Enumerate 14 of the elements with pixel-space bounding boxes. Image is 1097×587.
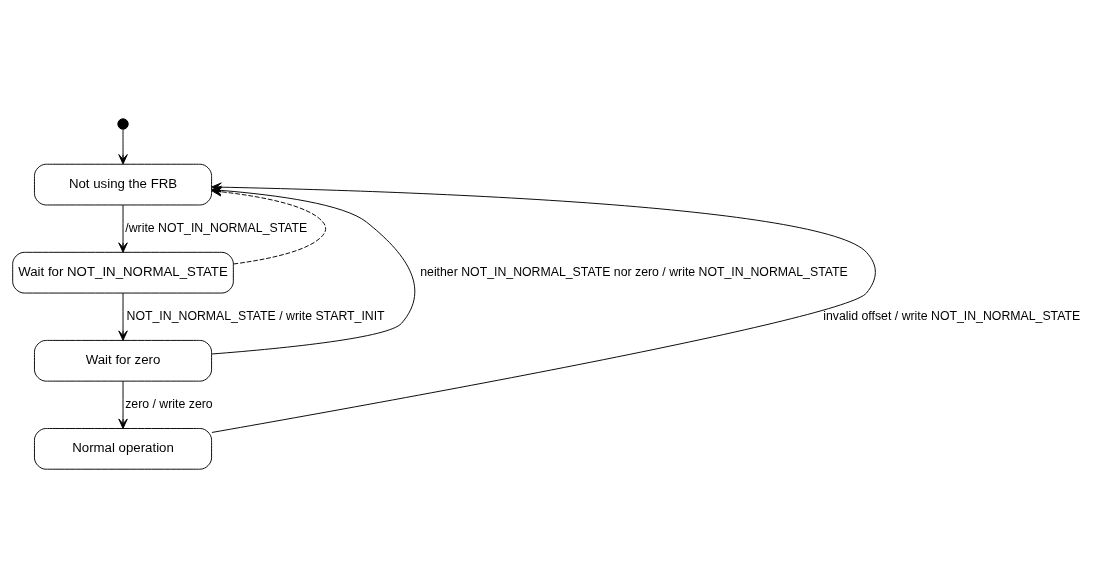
edge-label: neither NOT_IN_NORMAL_STATE nor zero / write NOT_IN_NORMAL_STATE	[420, 264, 848, 279]
edge-label: invalid offset / write NOT_IN_NORMAL_STATE	[823, 308, 1081, 323]
arrow	[118, 292, 128, 341]
arrow	[118, 204, 128, 253]
edge-label: NOT_IN_NORMAL_STATE / write START_INIT	[126, 308, 385, 323]
edge-label: zero / write zero	[125, 396, 213, 411]
node-box: Wait for NOT_IN_NORMAL_STATE	[12, 251, 234, 294]
arrow	[118, 380, 128, 429]
edge-label: /write NOT_IN_NORMAL_STATE	[125, 220, 308, 235]
node-box: Wait for zero	[34, 339, 213, 382]
arrow	[118, 128, 128, 164]
node-box: Not using the FRB	[34, 163, 213, 205]
node-box: Normal operation	[34, 427, 213, 470]
node-circle	[117, 117, 129, 130]
